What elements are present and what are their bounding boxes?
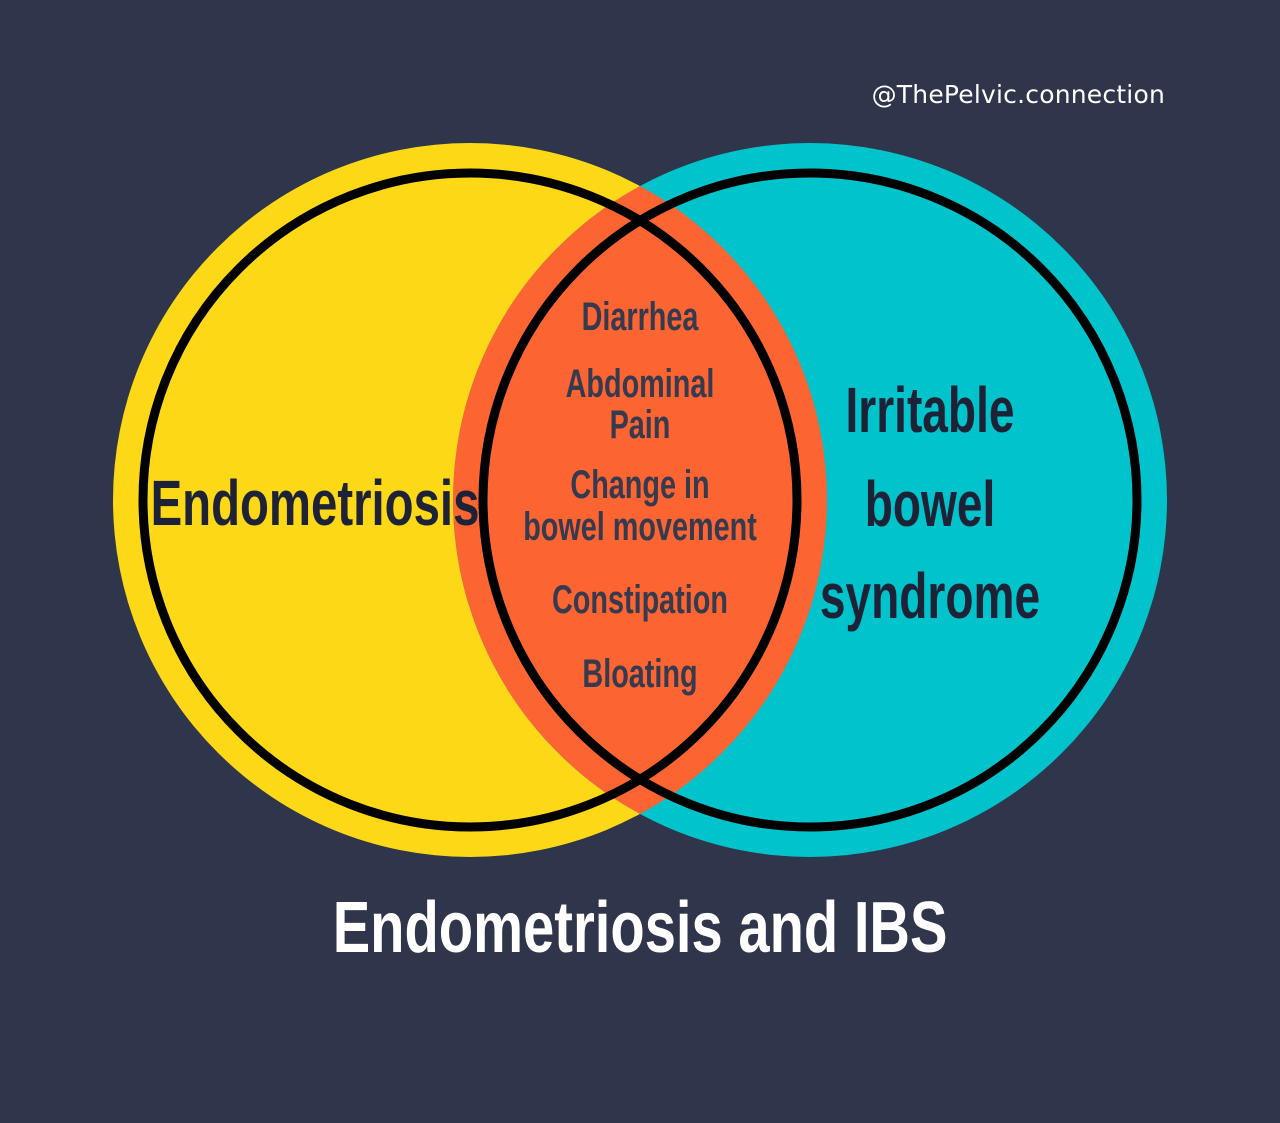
endometriosis-circle-outline bbox=[138, 168, 802, 832]
overlap-item-abdominal: Abdominal bbox=[566, 361, 715, 406]
ibs-label-line-1: Irritable bbox=[846, 375, 1015, 446]
overlap-item-bowel-movement: bowel movement bbox=[523, 504, 757, 549]
page-title-text: Endometriosis and IBS bbox=[332, 888, 948, 968]
endometriosis-label: Endometriosis bbox=[151, 467, 480, 539]
ibs-label-line-2: bowel bbox=[865, 469, 996, 540]
overlap-item-pain: Pain bbox=[610, 402, 671, 447]
watermark-handle: @ThePelvic.connection bbox=[871, 80, 1165, 109]
overlap-list: Diarrhea Abdominal Pain Change in bowel … bbox=[523, 294, 757, 696]
overlap-item-bloating: Bloating bbox=[582, 651, 697, 696]
overlap-region bbox=[453, 143, 827, 857]
venn-diagram: Endometriosis Irritable bowel syndrome D… bbox=[113, 143, 1167, 857]
ibs-label-line-3: syndrome bbox=[820, 561, 1040, 632]
page-title: Endometriosis and IBS bbox=[0, 878, 1280, 978]
overlap-item-diarrhea: Diarrhea bbox=[582, 294, 699, 339]
ibs-circle-outline bbox=[478, 168, 1142, 832]
overlap-item-constipation: Constipation bbox=[552, 577, 728, 622]
overlap-item-change-in: Change in bbox=[570, 462, 709, 507]
